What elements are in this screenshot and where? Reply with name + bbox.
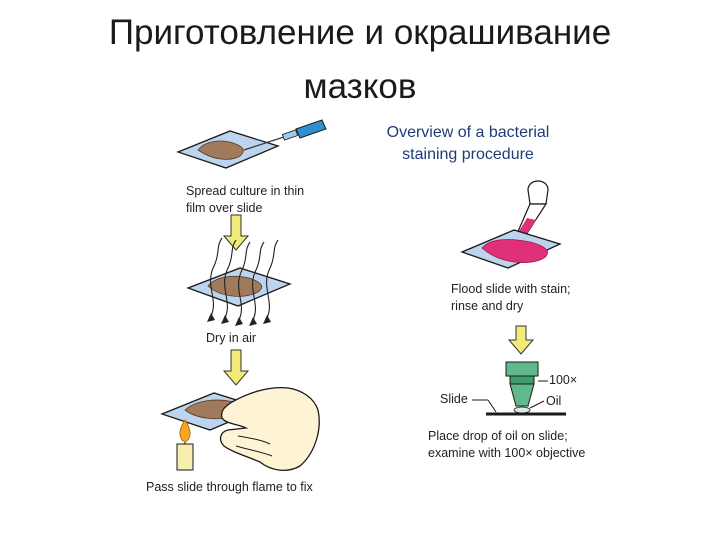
down-arrow-1 [222, 214, 250, 251]
step-oil-caption: Place drop of oil on slide; examine with… [428, 428, 585, 462]
spread-line-2: film over slide [186, 201, 263, 215]
stain-line-2: rinse and dry [451, 299, 524, 313]
step-flame-caption: Pass slide through flame to fix [146, 479, 313, 496]
culture-smear-1 [197, 140, 244, 160]
spread-culture-illustration [176, 119, 327, 169]
spread-line-1: Spread culture in thin [186, 184, 305, 198]
dry-slide-illustration [186, 237, 292, 326]
stain-pool [481, 239, 548, 263]
hand-icon [219, 386, 320, 472]
candle-icon [176, 443, 194, 471]
magnification-label: 100× [549, 373, 578, 387]
flame-fix-illustration [160, 386, 320, 472]
step-stain-caption: Flood slide with stain; rinse and dry [451, 281, 571, 315]
down-arrow-2 [222, 349, 250, 386]
wave-arrowheads [207, 313, 271, 326]
slide-title: Приготовление и окрашивание мазков [0, 6, 720, 114]
stain-line-1: Flood slide with stain; [451, 282, 571, 296]
title-line-2: мазков [303, 67, 417, 106]
oil-leader [529, 400, 545, 409]
diagram-heading: Overview of a bacterial staining procedu… [358, 122, 578, 166]
oil-line-1: Place drop of oil on slide; [428, 429, 568, 443]
drying-waves [209, 237, 279, 323]
stain-illustration [460, 180, 562, 269]
step-dry-caption: Dry in air [206, 330, 256, 347]
pipette-body [295, 119, 327, 139]
heading-line-1: Overview of a bacterial [386, 124, 550, 141]
oil-label: Oil [546, 394, 562, 408]
flame-icon [179, 419, 191, 442]
objective-top [505, 361, 539, 377]
heading-line-2: staining procedure [402, 146, 534, 163]
oil-line-2: examine with 100× objective [428, 446, 586, 460]
culture-smear-2 [207, 275, 263, 297]
dry-line: Dry in air [206, 331, 257, 345]
flame-line: Pass slide through flame to fix [146, 480, 313, 494]
title-line-1: Приготовление и окрашивание [108, 13, 612, 52]
slide-label: Slide [440, 392, 468, 406]
dropper-bulb [527, 180, 549, 205]
oil-drop [513, 406, 531, 414]
objective-lens [509, 383, 535, 407]
pipette-grip [281, 129, 299, 141]
objective-illustration [472, 361, 566, 416]
down-arrow-3 [507, 325, 535, 355]
step-spread-caption: Spread culture in thin film over slide [186, 183, 304, 217]
